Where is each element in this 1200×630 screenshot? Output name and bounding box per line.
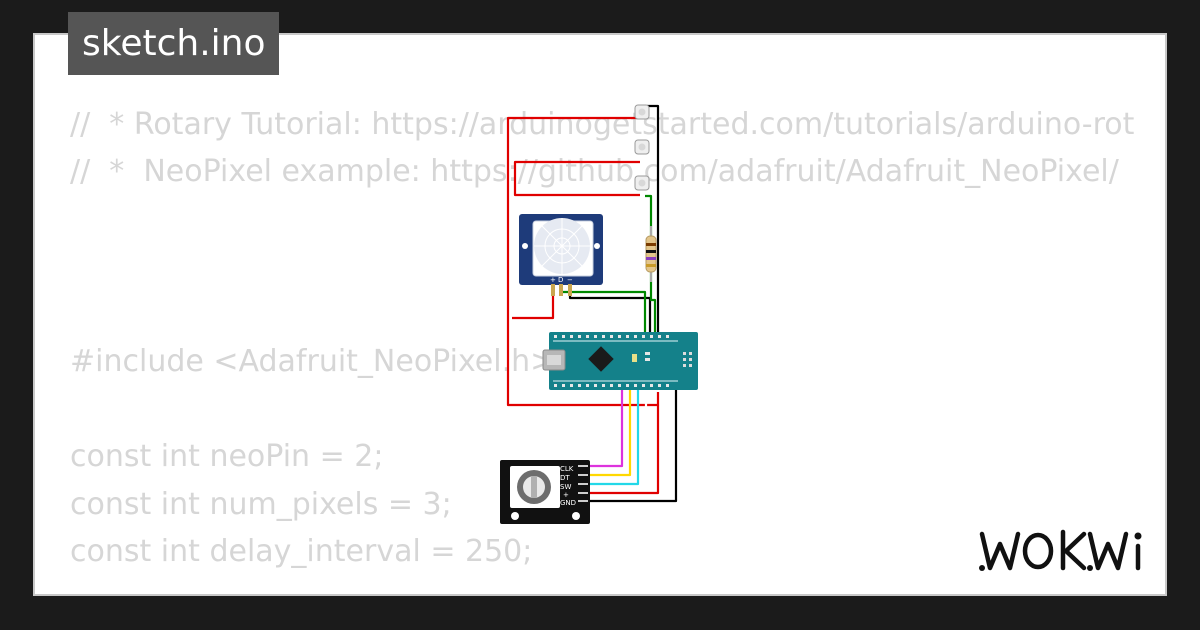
- neopixel-1-led: [638, 108, 646, 116]
- encoder-label-plus: +: [563, 491, 569, 499]
- arduino-nano[interactable]: [542, 332, 698, 390]
- wire-extra[interactable]: [587, 380, 648, 491]
- code-line-1: // * Rotary Tutorial: https://arduinoget…: [70, 107, 1134, 142]
- neopixel-strip[interactable]: [634, 104, 650, 191]
- neopixel-2-led: [638, 143, 646, 151]
- wire-sw[interactable]: [587, 380, 640, 486]
- pir-label-plus: +: [550, 276, 556, 284]
- wire-data-pir[interactable]: [559, 284, 647, 334]
- code-line-10: const int delay_interval = 250;: [70, 534, 533, 569]
- code-line-2: // * NeoPixel example: https://github.co…: [70, 154, 1119, 189]
- encoder-label-sw: SW: [560, 483, 571, 491]
- pir-sensor[interactable]: + D −: [519, 214, 603, 296]
- rotary-encoder[interactable]: CLK DT SW + GND: [500, 460, 590, 524]
- code-line-9: const int num_pixels = 3;: [70, 487, 452, 522]
- code-line-6: #include <Adafruit_NeoPixel.h>: [70, 344, 556, 379]
- code-line-8: const int neoPin = 2;: [70, 439, 384, 474]
- pir-label-d: D: [558, 276, 563, 284]
- mount-hole-left: [511, 512, 519, 520]
- code-editor[interactable]: // * Rotary Tutorial: https://arduinoget…: [70, 35, 1134, 594]
- wire-power-neopixel-2[interactable]: [513, 160, 640, 197]
- wire-power-board[interactable]: [548, 392, 660, 407]
- wire-data-neopixel[interactable]: [645, 194, 657, 334]
- code-panel: // * Rotary Tutorial: https://arduinoget…: [33, 33, 1167, 596]
- wire-power-pir[interactable]: [512, 284, 555, 320]
- mount-hole-right: [572, 512, 580, 520]
- pir-label-minus: −: [567, 276, 573, 284]
- encoder-label-dt: DT: [560, 474, 570, 482]
- wire-dt[interactable]: [587, 380, 632, 477]
- wire-power-encoder[interactable]: [587, 405, 660, 495]
- wire-clk[interactable]: [587, 380, 624, 468]
- encoder-label-gnd: GND: [560, 499, 576, 507]
- resistor[interactable]: [645, 226, 657, 282]
- wokwi-logo: [979, 529, 1142, 571]
- wires: [506, 104, 678, 503]
- file-tab[interactable]: sketch.ino: [68, 12, 280, 75]
- neopixel-3-led: [638, 179, 646, 187]
- wire-ground-encoder[interactable]: [587, 387, 678, 503]
- wire-ground-neopixel[interactable]: [647, 104, 660, 340]
- encoder-label-clk: CLK: [560, 465, 574, 473]
